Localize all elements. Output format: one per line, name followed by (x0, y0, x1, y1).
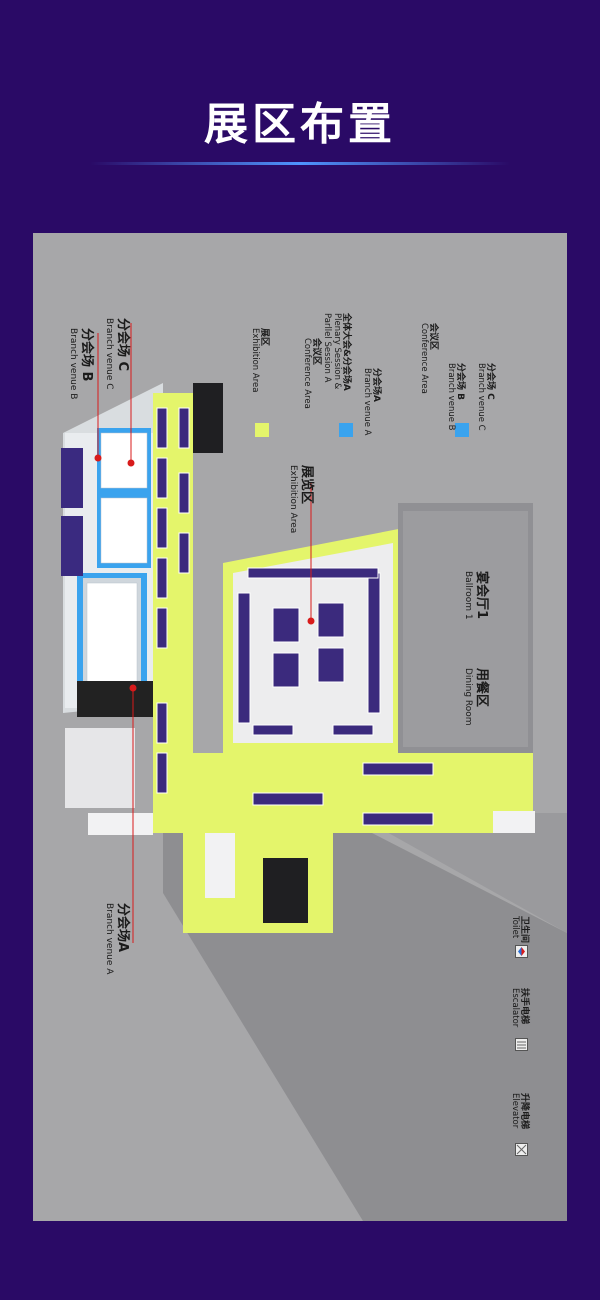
elevator-icon (515, 1143, 528, 1156)
hall-booths (237, 567, 381, 736)
page-title: 展区布置 (204, 99, 396, 150)
legend-plenary: 全体大会&分会场A Plenary Session & Parllel Sess… (321, 313, 351, 391)
legend-conference-a: 会议区 Conference Area (301, 338, 321, 409)
label-branch-venue-c: 分会场 C Branch venue C (104, 318, 130, 390)
floor-plan-map: 分会场 B Branch venue B 分会场 C Branch venue … (33, 233, 567, 1221)
lower-booths (252, 762, 434, 826)
label-branch-venue-b: 分会场 B Branch venue B (68, 328, 94, 400)
legend-exhibition: 展区 Exhibition Area (249, 328, 269, 393)
label-branch-venue-a: 分会场A Branch venue A (104, 903, 130, 975)
stage-venue-a (77, 681, 157, 717)
label-dining-room: 用餐区 Dining Room (463, 668, 489, 726)
screen-venue-c (61, 516, 83, 576)
seating-rows (86, 432, 148, 689)
screen-venue-b (61, 448, 83, 508)
legend-swatch-exhibition (255, 423, 269, 437)
legend-branch-a: 分会场A Branch venue A (361, 368, 381, 436)
callout-dot-exhibition (307, 617, 315, 625)
escalator-center (205, 833, 235, 898)
legend-branch-c: 分会场 C Branch venue C (475, 363, 495, 431)
service-area (65, 728, 135, 808)
floor-plan-drawing (33, 233, 567, 1221)
callout-dot-c (127, 459, 135, 467)
toilet-icon (515, 945, 528, 958)
legend-swatch-conference-bc (455, 423, 469, 437)
title-divider (90, 162, 510, 165)
corridor-booths (156, 407, 190, 794)
legend-escalator: 扶手电梯 Escalator (509, 988, 529, 1028)
legend-swatch-conference-a (339, 423, 353, 437)
callout-dot-a (129, 684, 137, 692)
legend-elevator: 升降电梯 Elevator (509, 1093, 529, 1130)
legend-toilet: 卫生间 Toilet (509, 916, 529, 944)
escalator-right (493, 811, 535, 833)
legend-branch-b: 分会场 B Branch venue B (445, 363, 465, 431)
label-ballroom: 宴会厅1 Ballroom 1 (463, 571, 489, 620)
callout-dot-b (94, 454, 102, 462)
toilet-block-bottom (263, 858, 308, 923)
callout-lines (94, 323, 315, 943)
legend-conference-bc: 会议区 Conference Area (418, 323, 438, 394)
label-exhibition-area: 展览区 Exhibition Area (288, 465, 314, 534)
toilet-block-top (193, 383, 223, 453)
escalator-icon (515, 1038, 528, 1051)
escalator-left (88, 813, 153, 835)
